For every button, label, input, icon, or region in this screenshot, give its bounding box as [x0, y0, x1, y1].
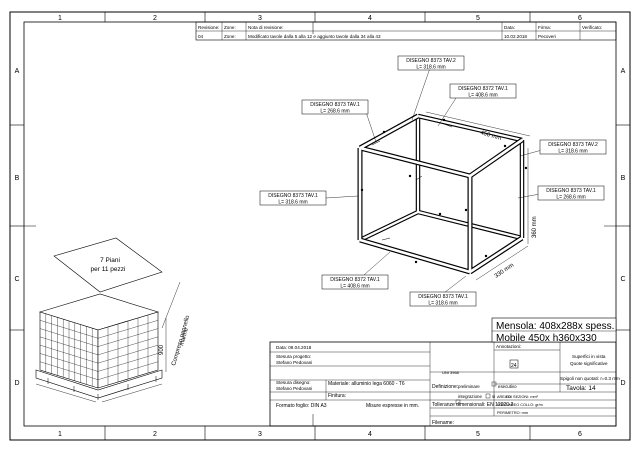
title-spigoli: Spigoli non quotati: r=0.3 mm — [560, 376, 620, 381]
pallet-stack-drawing: 7 Piani per 11 pezzi 900 Compreso pannel… — [35, 237, 191, 403]
revision-table: Revisione: Zone: Nota di revisione: Data… — [195, 21, 617, 41]
label-boxes — [259, 55, 607, 307]
stack-grid-lines — [39, 313, 159, 387]
title-annotazioni: Annotazioni: — [496, 344, 521, 349]
rev-row-note: Modificato tavole dalla 5 alla 12 e aggi… — [248, 34, 381, 39]
title-esecutivo: esecutivo — [498, 384, 517, 389]
title-tavola: Tavola: 14 — [566, 385, 596, 392]
title-aree: AREA DI SEZIONI: mm² — [497, 395, 539, 399]
row-label-a-right: A — [621, 68, 626, 75]
title-perimetro: PERIMETRO: mm — [497, 411, 528, 415]
stack-side-note-2: marine — [179, 327, 190, 347]
rev-row-revisione: 04 — [198, 34, 204, 39]
row-label-c: C — [14, 276, 19, 283]
panel-sheet — [53, 237, 163, 293]
label-l6-title: DISEGNO 8373 TAV.1 — [268, 193, 318, 199]
col-label-3-bottom: 3 — [258, 431, 262, 438]
rev-header-note: Nota di revisione: — [248, 25, 284, 30]
col-label-2-bottom: 2 — [153, 431, 157, 438]
label-l5-length: L= 268.6 mm — [556, 195, 585, 201]
col-label-4: 4 — [368, 15, 372, 22]
label-l4-length: L= 318.6 mm — [558, 149, 587, 155]
frame-joint-dots — [360, 118, 528, 264]
title-progetto-label: Stesura progetto: — [276, 354, 311, 359]
rev-header-verificato: Verificato: — [582, 25, 602, 30]
stack-label-1: 7 Piani — [100, 257, 120, 264]
rev-header-firma: Firma: — [538, 25, 551, 30]
title-no: no — [506, 394, 511, 399]
row-label-b: B — [15, 175, 20, 182]
label-l3-title: DISEGNO 8373 TAV.1 — [310, 102, 360, 108]
grid-markers: 1 2 3 4 5 6 1 2 3 4 5 6 A B C D A B C D — [14, 15, 625, 438]
title-line-1: Mensola: 408x288x spess. — [496, 321, 614, 332]
label-l4-title: DISEGNO 8373 TAV.2 — [548, 142, 598, 148]
rev-header-data: Data: — [504, 25, 515, 30]
title-num-24: 24 — [511, 363, 517, 369]
row-label-d: D — [14, 380, 19, 387]
rev-row-firma: Pecoveri — [538, 34, 556, 39]
title-disegno-label: Stesura disegno: — [276, 380, 310, 385]
col-label-3: 3 — [258, 15, 262, 22]
rev-row-data: 10.02.2018 — [504, 34, 527, 39]
label-l3-length: L= 268.6 mm — [320, 109, 349, 115]
title-preliminare: preliminare — [458, 384, 480, 389]
title-misure: Misure espresse in mm. — [366, 403, 419, 409]
col-label-6: 6 — [578, 15, 582, 22]
column-dividers — [10, 12, 630, 440]
title-tolleranze: Tolleranze dimensionali: EN 12020-2 — [432, 402, 514, 408]
title-uni: UNI 3968 — [442, 370, 460, 375]
label-l2-title: DISEGNO 8372 TAV.1 — [458, 86, 508, 92]
row-label-c-right: C — [620, 276, 625, 283]
title-date: Data: 09.04.2018 — [276, 345, 312, 350]
stack-height-dim: 900 — [159, 344, 165, 355]
registration-marks — [24, 22, 616, 426]
title-superfici: Superfici in vista — [572, 354, 606, 359]
title-fuso: FUSO AREO COLLO: gr/m — [497, 403, 543, 407]
title-filename: Filename: — [432, 420, 454, 426]
dim-bottom: 330 mm — [494, 263, 515, 280]
stack-label-2: per 11 pezzi — [91, 266, 126, 273]
frame-structure — [357, 113, 528, 275]
title-si: si — [492, 394, 495, 399]
col-label-2: 2 — [153, 15, 157, 22]
dim-top: 450 mm — [479, 130, 502, 142]
label-texts: DISEGNO 8373 TAV.2 L= 318.6 mm DISEGNO 8… — [268, 58, 598, 307]
dim-height: 360 mm — [532, 216, 538, 238]
label-l5-title: DISEGNO 8373 TAV.1 — [546, 188, 596, 194]
row-label-a: A — [15, 68, 20, 75]
label-l1-title: DISEGNO 8373 TAV.2 — [406, 58, 456, 64]
col-label-4-bottom: 4 — [368, 431, 372, 438]
col-label-6-bottom: 6 — [578, 431, 582, 438]
title-block-text: Mensola: 408x288x spess. Mobile 450x h36… — [276, 321, 620, 426]
title-line-2: Mobile 450x h360x330 — [496, 333, 597, 344]
row-label-d-right: D — [620, 380, 625, 387]
title-quote: Quote significative — [570, 361, 608, 366]
rev-header-revisione: Revisione: — [198, 25, 219, 30]
title-block — [269, 317, 617, 427]
title-disegno-name: Stefano Pedovani — [276, 386, 312, 391]
label-l1-length: L= 318.6 mm — [416, 65, 445, 71]
label-l8-title: DISEGNO 8373 TAV.1 — [418, 294, 468, 300]
title-materiale: Materiale: alluminio lega 6060 - T6 — [328, 381, 405, 387]
title-finitura: Finitura: — [328, 393, 346, 399]
label-l7-title: DISEGNO 8372 TAV.1 — [330, 277, 380, 283]
title-integrazione: integrazione — [458, 394, 482, 399]
row-label-b-right: B — [621, 175, 626, 182]
rev-row-zone: Zone: — [224, 34, 236, 39]
label-l8-length: L= 318.6 mm — [428, 301, 457, 307]
col-label-1-bottom: 1 — [58, 431, 62, 438]
col-label-1: 1 — [58, 15, 62, 22]
label-l2-length: L= 408.6 mm — [468, 93, 497, 99]
col-label-5-bottom: 5 — [476, 431, 480, 438]
title-progetto-name: Stefano Pedovani — [276, 360, 312, 365]
rev-header-zone: Zone: — [224, 25, 236, 30]
title-definizione: Definizione: — [432, 384, 458, 390]
pallet-base — [35, 369, 163, 399]
label-l7-length: L= 408.6 mm — [340, 284, 369, 290]
label-l6-length: L= 318.6 mm — [278, 200, 307, 206]
title-formato: Formato foglio: DIN A3 — [276, 403, 327, 409]
col-label-5: 5 — [476, 15, 480, 22]
